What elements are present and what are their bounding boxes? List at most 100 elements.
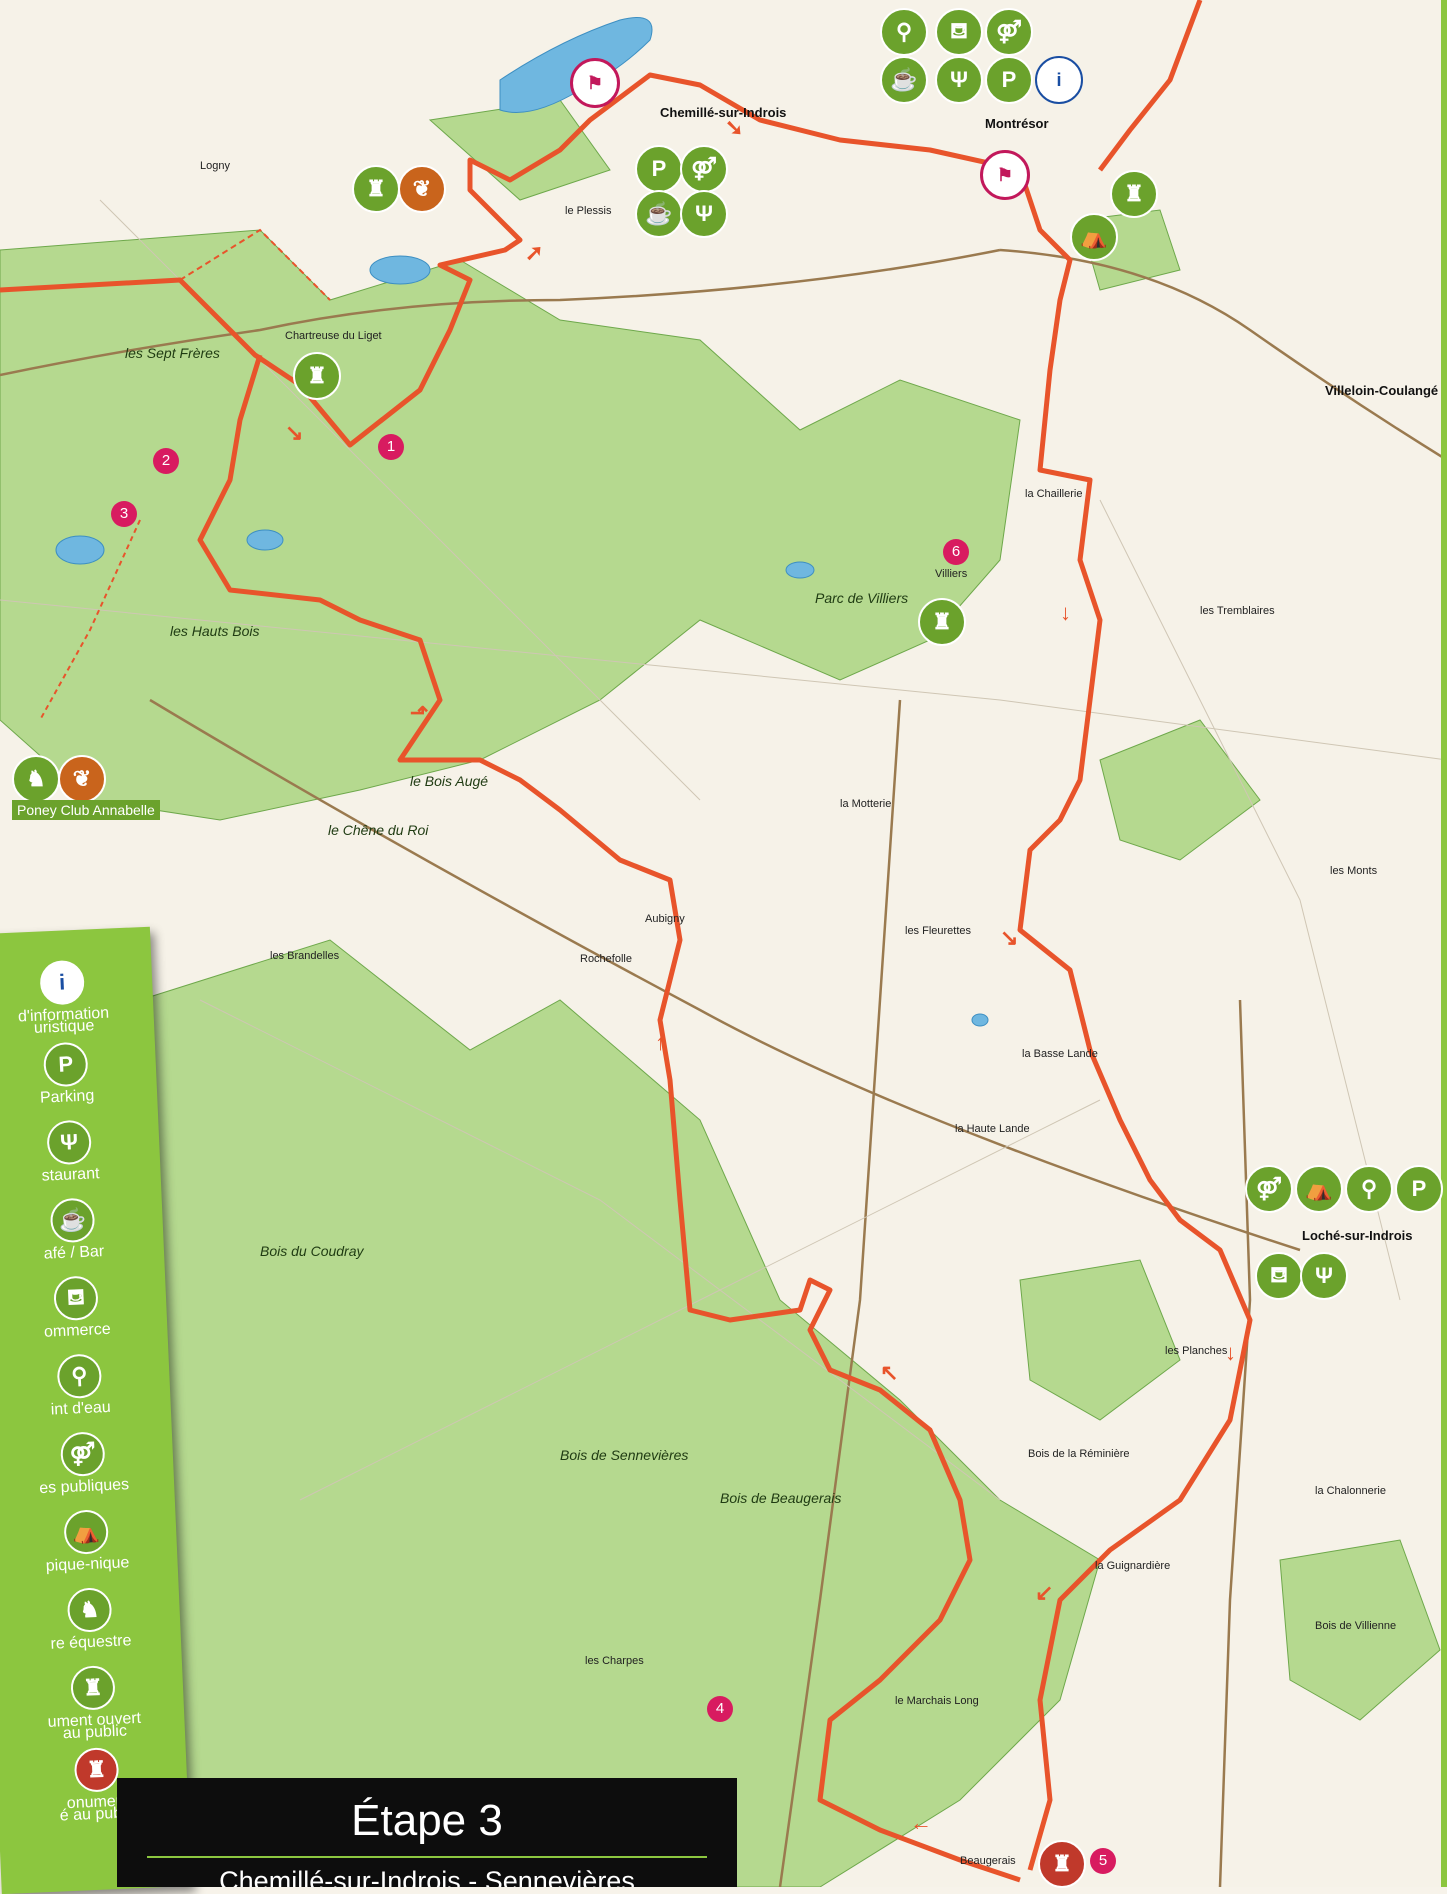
waypoint-marker: 5 — [1090, 1848, 1116, 1874]
legend-item: P Parking — [5, 1040, 128, 1123]
place-label: les Hauts Bois — [170, 623, 260, 639]
place-label: Parc de Villiers — [815, 590, 909, 606]
place-label: Chartreuse du Liget — [285, 330, 382, 342]
tourist-info-icon: i — [1035, 56, 1083, 104]
route-arrow: ↙ — [1035, 1580, 1054, 1605]
restaurant-icon: Ψ — [935, 56, 983, 104]
place-label: Villiers — [935, 568, 968, 580]
tower-icon: ♜ — [918, 598, 966, 646]
parking-icon: P — [635, 145, 683, 193]
place-label: Logny — [200, 160, 230, 172]
closed-tower-icon: ♜ — [1038, 1840, 1086, 1888]
toilets-icon: ⚤ — [680, 145, 728, 193]
dashed-variant — [179, 228, 331, 301]
wildlife-icon: ❦ — [58, 755, 106, 803]
place-label: la Basse Lande — [1022, 1048, 1098, 1060]
waypoint-marker: 1 — [378, 434, 404, 460]
waypoint-marker: 6 — [943, 539, 969, 565]
route-arrow: ➚ — [525, 240, 544, 265]
cafe-icon: ☕ — [635, 190, 683, 238]
place-label: les Charpes — [585, 1655, 644, 1667]
route-arrow: ↘ — [1000, 925, 1019, 950]
route-arrow: ← — [910, 1810, 932, 1835]
waypoint-marker: 3 — [111, 501, 137, 527]
legend-item: ♞ re équestre — [29, 1585, 152, 1668]
place-label: la Chalonnerie — [1315, 1485, 1386, 1497]
place-label: Bois du Coudray — [260, 1243, 364, 1259]
route-arrow: ↑ — [655, 1030, 666, 1055]
place-label: le Chêne du Roi — [328, 822, 429, 838]
horse-icon: ♞ — [66, 1587, 113, 1633]
tower-icon: ♜ — [293, 352, 341, 400]
roads — [0, 248, 1447, 1887]
water-tap-icon: ⚲ — [1345, 1165, 1393, 1213]
legend-item: ♜ ument ouvert — [32, 1663, 154, 1731]
place-label: le Plessis — [565, 205, 612, 217]
basket-icon: ⛾ — [53, 1275, 99, 1322]
place-label: Bois de Beaugerais — [720, 1490, 842, 1506]
finish-flag-icon: ⚑ — [570, 58, 620, 108]
finish-flag-icon: ⚑ — [980, 150, 1030, 200]
legend-item: Ψ staurant — [8, 1118, 131, 1201]
cafe-icon: ☕ — [49, 1197, 96, 1244]
water-tap-icon: ⚲ — [880, 8, 928, 56]
place-label: Loché-sur-Indrois — [1302, 1228, 1413, 1243]
place-label: Montrésor — [985, 116, 1049, 131]
place-label: les Sept Frères — [125, 345, 220, 361]
restaurant-icon: Ψ — [1300, 1252, 1348, 1300]
water-tap-icon: ⚲ — [56, 1353, 103, 1400]
place-label: les Monts — [1330, 865, 1378, 877]
tower-icon: ♜ — [352, 165, 400, 213]
basket-icon: ⛾ — [1255, 1252, 1303, 1300]
route-arrow: ↓ — [1060, 600, 1071, 625]
tower-icon: ♜ — [70, 1664, 116, 1711]
route-arrow: ↓ — [1225, 1340, 1236, 1365]
stage-title-box: Étape 3 Chemillé-sur-Indrois - Sennevièr… — [117, 1778, 737, 1887]
route-arrow: ➘ — [725, 115, 744, 140]
stage-title: Étape 3 — [351, 1796, 503, 1845]
restaurant-icon: Ψ — [46, 1119, 93, 1166]
place-label: la Motterie — [840, 798, 892, 810]
route-arrow: ↘ — [285, 420, 304, 445]
place-label: la Guignardière — [1095, 1560, 1171, 1572]
legend-item: ⛾ ommerce — [15, 1274, 138, 1357]
place-label: les Brandelles — [270, 950, 340, 962]
place-label: Beaugerais — [960, 1855, 1016, 1867]
forest-areas — [0, 99, 1441, 1887]
place-label: Aubigny — [645, 913, 685, 925]
place-label: les Planches — [1165, 1345, 1228, 1357]
place-label: le Bois Augé — [410, 773, 489, 789]
legend-item: ⛺ pique-nique — [25, 1507, 148, 1590]
route-arrow: ↖ — [880, 1360, 899, 1385]
place-label: Rochefolle — [580, 953, 632, 965]
legend-item: ☕ afé / Bar — [12, 1196, 135, 1279]
place-label: les Tremblaires — [1200, 605, 1275, 617]
parking-icon: P — [985, 56, 1033, 104]
parking-icon: P — [42, 1041, 89, 1088]
horse-icon: ♞ — [12, 755, 60, 803]
picnic-icon: ⛺ — [1295, 1165, 1343, 1213]
legend-item: i d'information — [1, 958, 123, 1026]
hiking-route — [0, 0, 1253, 1883]
waypoint-marker: 2 — [153, 448, 179, 474]
toilets-icon: ⚤ — [59, 1431, 106, 1478]
legend-item: ⚲ int d'eau — [18, 1352, 141, 1435]
picnic-icon: ⛺ — [63, 1509, 110, 1556]
page-right-border — [1441, 0, 1447, 1887]
place-label: Villeloin-Coulangé — [1325, 383, 1439, 398]
toilets-icon: ⚤ — [985, 8, 1033, 56]
place-label: Bois de Sennevières — [560, 1447, 689, 1463]
place-label: le Marchais Long — [895, 1695, 979, 1707]
legend-item: ⚤ es publiques — [22, 1430, 145, 1513]
dashed-link — [39, 519, 141, 721]
tower-icon: ♜ — [1110, 170, 1158, 218]
stage-route: Chemillé-sur-Indrois - Sennevières — [219, 1866, 635, 1887]
basket-icon: ⛾ — [935, 8, 983, 56]
parking-icon: P — [1395, 1165, 1443, 1213]
picnic-icon: ⛺ — [1070, 213, 1118, 261]
place-label: Bois de Villienne — [1315, 1620, 1397, 1632]
cafe-icon: ☕ — [880, 56, 928, 104]
waypoint-marker: 4 — [707, 1696, 733, 1722]
place-label: la Chaillerie — [1025, 488, 1083, 500]
